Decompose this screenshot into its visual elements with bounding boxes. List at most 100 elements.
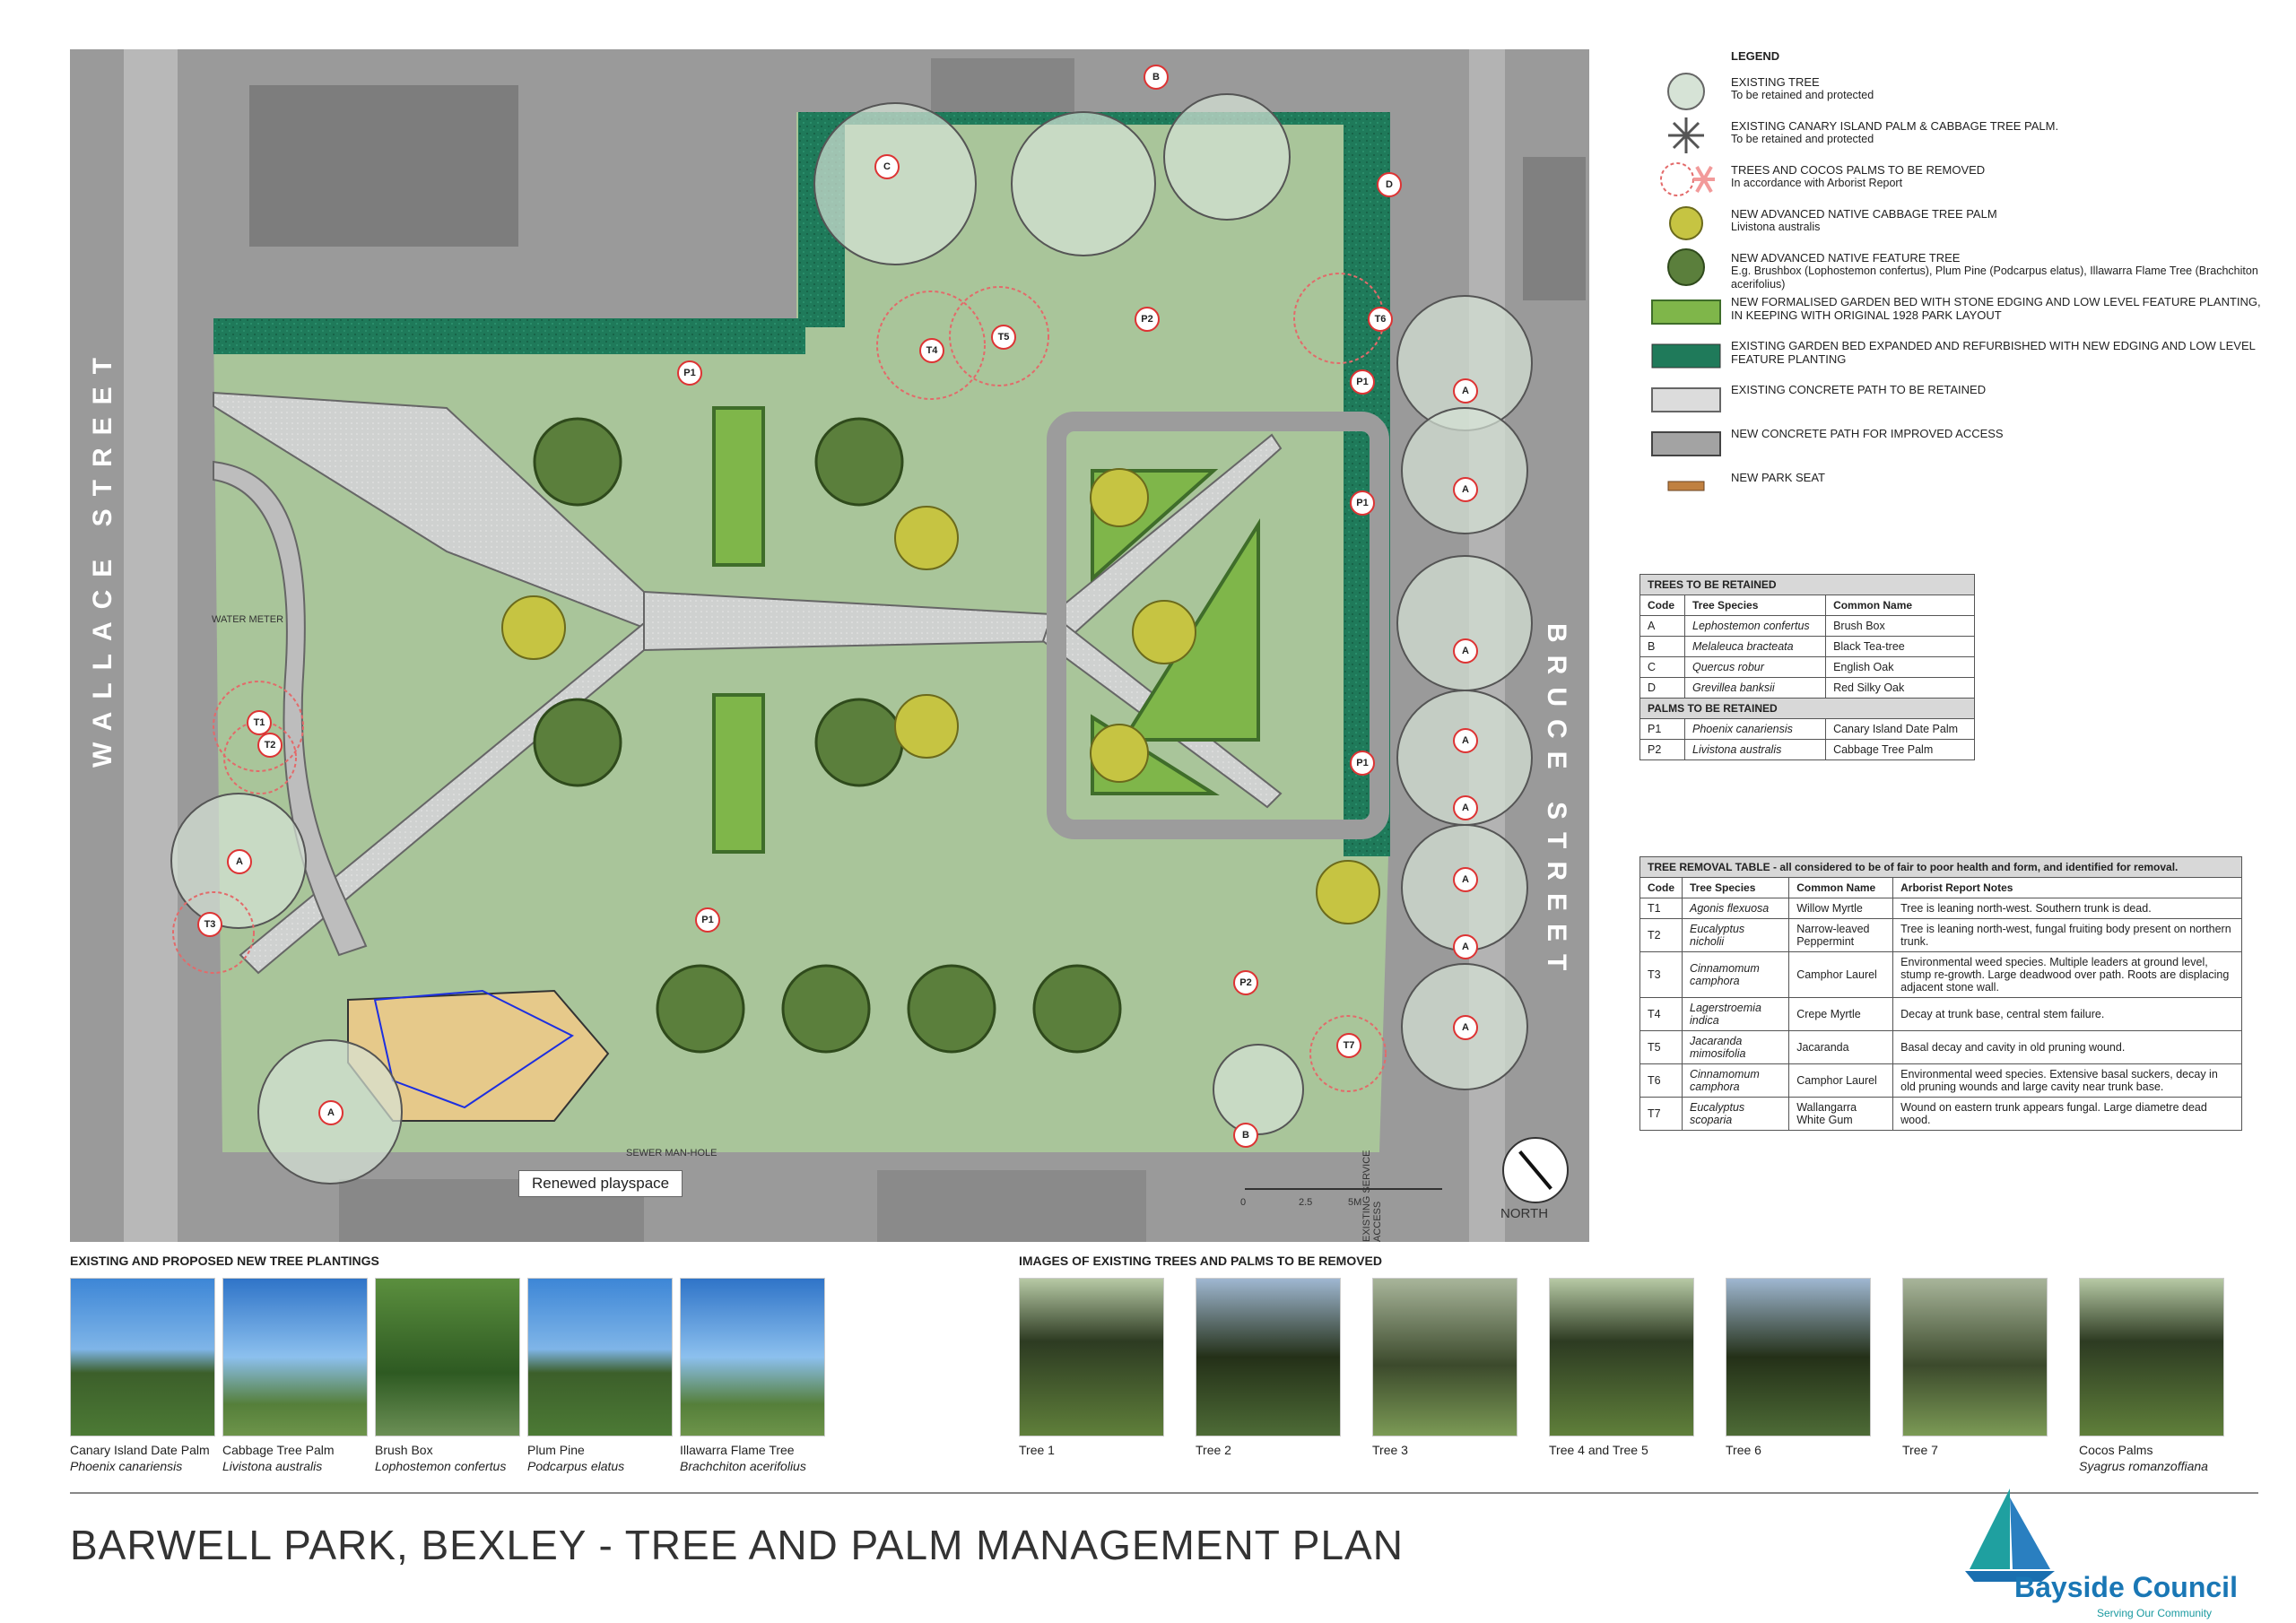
table-cell: Cinnamomum camphora: [1681, 1063, 1790, 1098]
photo-caption: Tree 7: [1902, 1442, 1938, 1458]
photo-caption-name: Tree 2: [1196, 1443, 1231, 1457]
retained-title: TREES TO BE RETAINED: [1639, 574, 1975, 595]
table-cell: T1: [1639, 898, 1683, 919]
table-cell: Lagerstroemia indica: [1681, 997, 1790, 1031]
table-cell: Eucalyptus scoparia: [1681, 1097, 1790, 1131]
photo-caption: Tree 3: [1372, 1442, 1408, 1458]
photo-caption-name: Illawarra Flame Tree: [680, 1443, 795, 1457]
scale-label-2-5: 2.5: [1299, 1197, 1313, 1208]
table-cell: Melaleuca bracteata: [1683, 636, 1827, 657]
tree-photo: [1549, 1278, 1694, 1436]
tree-marker: T1: [247, 710, 272, 735]
table-cell: Phoenix canariensis: [1683, 718, 1827, 740]
table-cell: Jacaranda: [1788, 1030, 1894, 1064]
legend-label: NEW CONCRETE PATH FOR IMPROVED ACCESS: [1731, 427, 2004, 440]
photo-caption-latin: Phoenix canariensis: [70, 1459, 183, 1473]
tree-photo: [375, 1278, 520, 1436]
legend-symbol-icon: [1651, 387, 1721, 412]
legend-item: EXISTING CANARY ISLAND PALM & CABBAGE TR…: [1641, 116, 2269, 160]
table-cell: Cinnamomum camphora: [1681, 951, 1790, 998]
retained-table: TREES TO BE RETAINED Code Tree Species C…: [1639, 574, 1975, 760]
water-meter-label: WATER METER: [212, 614, 284, 625]
scale-bar: [1245, 1188, 1442, 1190]
tree-marker: P1: [1350, 369, 1375, 395]
table-cell: Canary Island Date Palm: [1825, 718, 1975, 740]
table-cell: T4: [1639, 997, 1683, 1031]
bayside-logo-icon: [1965, 1488, 2055, 1582]
table-cell: Willow Myrtle: [1788, 898, 1894, 919]
legend-symbol-icon: [1669, 206, 1703, 240]
legend-text: NEW PARK SEAT: [1731, 467, 1825, 484]
tree-marker: A: [1453, 477, 1478, 502]
wallace-street-label: WALLACE STREET: [88, 345, 117, 768]
table-cell: Eucalyptus nicholii: [1681, 918, 1790, 952]
legend-text: NEW CONCRETE PATH FOR IMPROVED ACCESS: [1731, 423, 2004, 440]
photo-caption: Tree 4 and Tree 5: [1549, 1442, 1648, 1458]
tree-marker: A: [1453, 1015, 1478, 1040]
legend-label: EXISTING TREE: [1731, 75, 1820, 89]
photo-caption-latin: Lophostemon confertus: [375, 1459, 507, 1473]
table-cell: Basal decay and cavity in old pruning wo…: [1892, 1030, 2242, 1064]
table-cell: Crepe Myrtle: [1788, 997, 1894, 1031]
table-cell: Jacaranda mimosifolia: [1681, 1030, 1790, 1064]
tree-photo: [1019, 1278, 1164, 1436]
plantings-title: EXISTING AND PROPOSED NEW TREE PLANTINGS: [70, 1254, 379, 1268]
photo-caption-name: Tree 4 and Tree 5: [1549, 1443, 1648, 1457]
table-cell: Decay at trunk base, central stem failur…: [1892, 997, 2242, 1031]
scale-label-5m: 5M: [1348, 1197, 1362, 1208]
table-cell: Lephostemon confertus: [1683, 615, 1827, 637]
retained-header: Code: [1639, 595, 1685, 616]
tree-marker: P2: [1233, 970, 1258, 995]
removal-header: Arborist Report Notes: [1892, 877, 2242, 898]
tree-photo: [222, 1278, 368, 1436]
north-label: NORTH: [1500, 1206, 1549, 1221]
tree-marker: P1: [695, 907, 720, 933]
legend-symbol-icon: [1668, 117, 1704, 153]
removal-table: TREE REMOVAL TABLE - all considered to b…: [1639, 856, 2242, 1131]
removal-title: TREE REMOVAL TABLE - all considered to b…: [1639, 856, 2242, 878]
table-cell: Wound on eastern trunk appears fungal. L…: [1892, 1097, 2242, 1131]
table-cell: Camphor Laurel: [1788, 951, 1894, 998]
legend-symbol-icon: [1660, 162, 1715, 196]
site-plan-drawing: [70, 49, 1589, 1242]
tree-marker: A: [1453, 378, 1478, 404]
photo-caption-name: Cocos Palms: [2079, 1443, 2153, 1457]
removal-header: Common Name: [1788, 877, 1894, 898]
legend-sublabel: E.g. Brushbox (Lophostemon confertus), P…: [1731, 265, 2258, 291]
table-cell: T5: [1639, 1030, 1683, 1064]
tree-marker: A: [1453, 795, 1478, 820]
table-cell: Tree is leaning north-west, fungal fruit…: [1892, 918, 2242, 952]
tree-marker: T7: [1336, 1033, 1361, 1058]
tree-photo: [527, 1278, 673, 1436]
tree-marker: T5: [991, 325, 1016, 350]
tree-marker: C: [874, 154, 900, 179]
service-access-label: EXISTING SERVICE ACCESS: [1361, 1150, 1383, 1243]
table-cell: Environmental weed species. Multiple lea…: [1892, 951, 2242, 998]
removal-header: Code: [1639, 877, 1683, 898]
table-cell: Red Silky Oak: [1825, 677, 1975, 699]
legend-label: NEW ADVANCED NATIVE FEATURE TREE: [1731, 251, 1961, 265]
tree-marker: A: [318, 1100, 344, 1125]
palms-title: PALMS TO BE RETAINED: [1639, 698, 1975, 719]
photo-caption-name: Tree 3: [1372, 1443, 1408, 1457]
footer-divider: [70, 1492, 2258, 1494]
table-cell: Wallangarra White Gum: [1788, 1097, 1894, 1131]
legend-title: LEGEND: [1731, 49, 1780, 63]
table-cell: Cabbage Tree Palm: [1825, 739, 1975, 760]
